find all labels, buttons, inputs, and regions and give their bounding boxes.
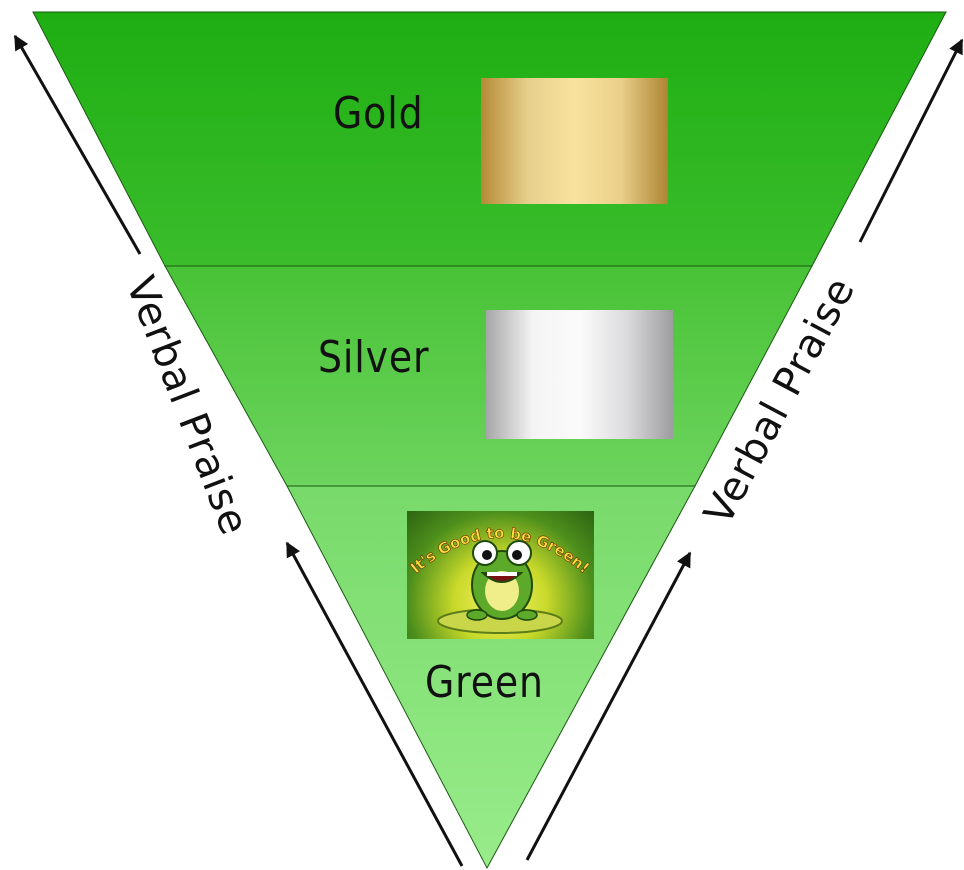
frog-badge-image: It's Good to be Green! (407, 511, 594, 639)
silver-swatch (486, 310, 673, 439)
tier-label-gold: Gold (333, 88, 423, 139)
frog-icon: It's Good to be Green! (407, 511, 594, 639)
tier-label-green: Green (425, 657, 544, 708)
gold-swatch (481, 78, 668, 204)
tier-label-silver: Silver (318, 332, 429, 383)
